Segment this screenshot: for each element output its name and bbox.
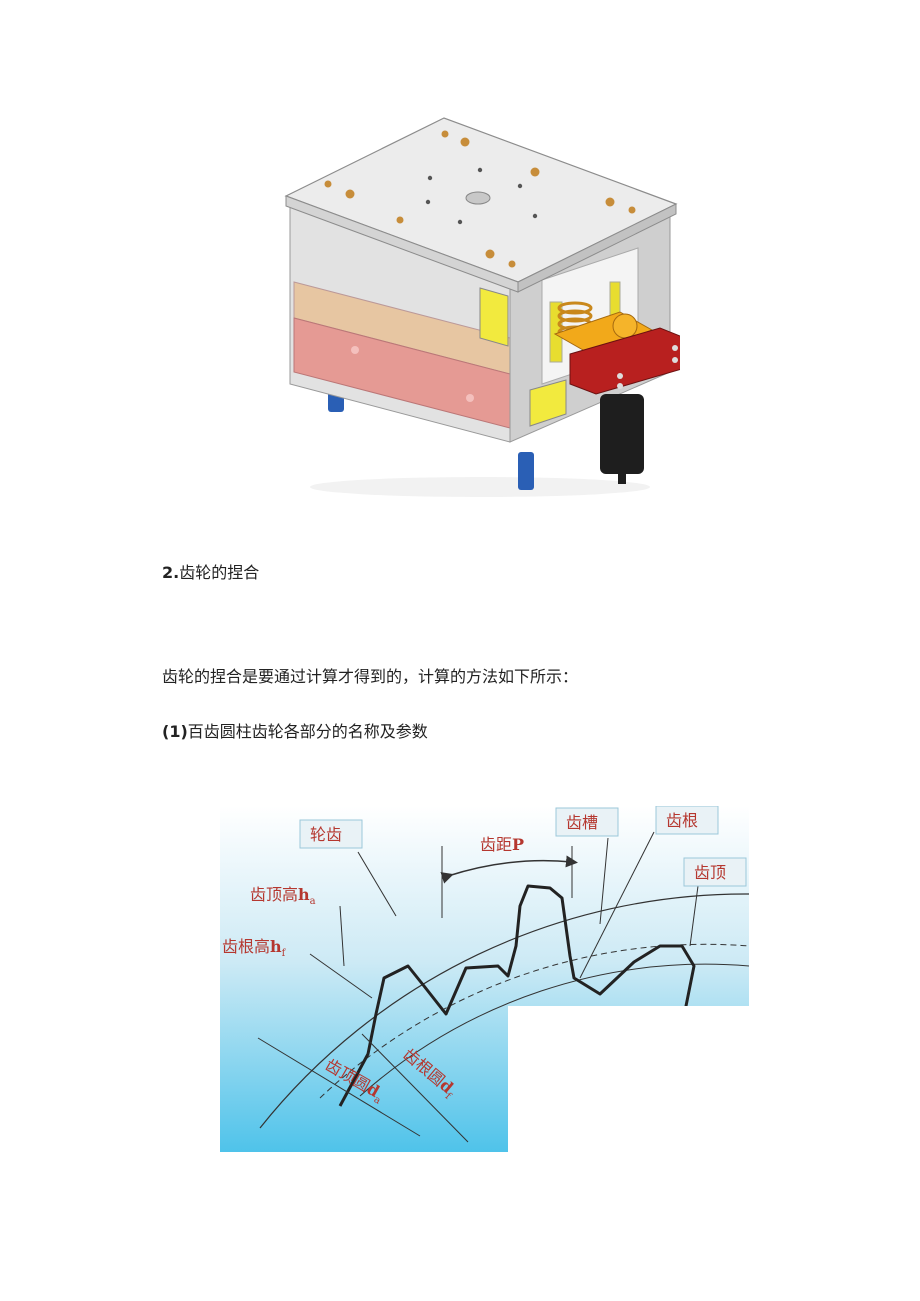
- list-item-heading: (1)百齿圆柱齿轮各部分的名称及参数: [162, 722, 428, 742]
- pitch-arrow: [440, 855, 578, 884]
- label-addendum: 齿顶高ha: [250, 885, 316, 907]
- section-heading: 2.齿轮的捏合: [162, 563, 259, 583]
- root-circle-arc: [359, 963, 749, 1097]
- mold-assembly-illustration: [280, 112, 686, 502]
- label-dedendum: 齿根高hf: [222, 937, 287, 959]
- blank-overlay: [508, 1006, 749, 1152]
- gear-terminology-diagram: 轮齿 齿距P 齿槽 齿根 齿顶 齿顶高ha 齿根高hf 齿顶圆da 齿根圆df: [220, 806, 749, 1152]
- label-tooth-top: 齿顶: [694, 863, 726, 882]
- tip-circle-arc: [259, 893, 749, 1129]
- gear-teeth-outline: [338, 884, 696, 1107]
- label-tooth-space: 齿槽: [566, 813, 598, 832]
- section-number: 2.: [162, 563, 180, 582]
- pitch-circle-arc: [319, 943, 749, 1099]
- intro-paragraph: 齿轮的捏合是要通过计算才得到的，计算的方法如下所示：: [162, 667, 579, 686]
- label-pitch: 齿距P: [480, 835, 524, 854]
- list-item-number: (1): [162, 722, 188, 741]
- section-title: 齿轮的捏合: [179, 563, 260, 582]
- label-tooth: 轮齿: [310, 825, 342, 844]
- list-item-text: 百齿圆柱齿轮各部分的名称及参数: [187, 722, 428, 741]
- label-tooth-root: 齿根: [666, 811, 698, 830]
